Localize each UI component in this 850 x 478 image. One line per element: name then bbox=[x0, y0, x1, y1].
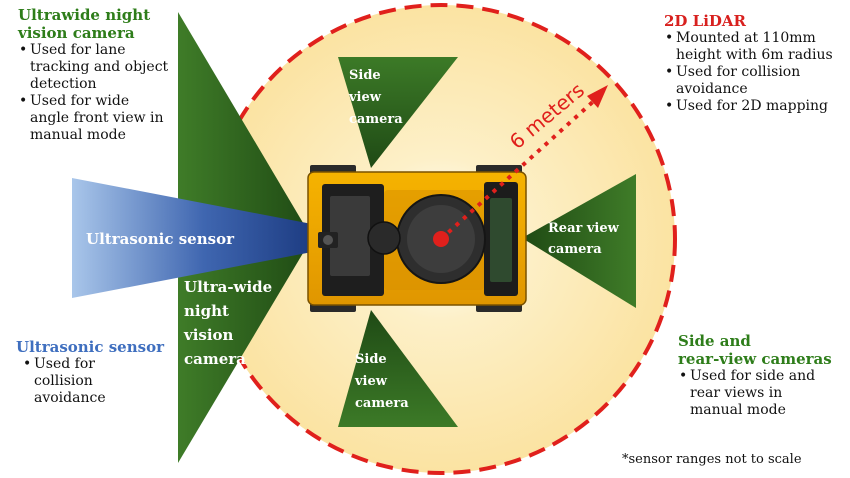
ultrasonic-beam bbox=[72, 178, 312, 298]
side-rear-camera-legend: Side and rear-view cameras Used for side… bbox=[678, 332, 846, 419]
side-camera-top-label: Side view camera bbox=[348, 68, 403, 127]
lidar-title: 2D LiDAR bbox=[664, 12, 747, 30]
list-item: Used for 2D mapping bbox=[664, 98, 846, 115]
list-item: Used for wide angle front view in manual… bbox=[18, 93, 183, 144]
side-rear-camera-bullets: Used for side and rear views in manual m… bbox=[678, 368, 846, 419]
rear-camera-label: Rear view camera bbox=[548, 221, 623, 257]
ultrasonic-legend: Ultrasonic sensor Used for collision avo… bbox=[16, 338, 176, 407]
lidar-radius-arrow-icon bbox=[587, 85, 608, 108]
footnote: *sensor ranges not to scale bbox=[622, 452, 802, 467]
ultrawide-camera-title: Ultrawide night vision camera bbox=[18, 6, 151, 42]
list-item: Used for collision avoidance bbox=[22, 356, 176, 407]
side-rear-camera-title: Side and rear-view cameras bbox=[678, 332, 832, 368]
list-item: Used for collision avoidance bbox=[664, 64, 846, 98]
lidar-legend: 2D LiDAR Mounted at 110mm height with 6m… bbox=[664, 12, 846, 115]
list-item: Used for side and rear views in manual m… bbox=[678, 368, 846, 419]
rear-pcb bbox=[490, 198, 512, 282]
side-camera-bottom-label: Side view camera bbox=[354, 352, 409, 411]
ultrasonic-bullets: Used for collision avoidance bbox=[22, 356, 176, 407]
lidar-motor bbox=[367, 221, 401, 255]
ultrasonic-title: Ultrasonic sensor bbox=[16, 338, 164, 356]
side-camera-top-fov bbox=[338, 57, 458, 168]
ultrawide-camera-legend: Ultrawide night vision camera Used for l… bbox=[18, 6, 183, 144]
lidar-bullets: Mounted at 110mm height with 6m radius U… bbox=[664, 30, 846, 115]
list-item: Mounted at 110mm height with 6m radius bbox=[664, 30, 846, 64]
ultrasonic-sensor-label: Ultrasonic sensor bbox=[86, 230, 235, 248]
list-item: Used for lane tracking and object detect… bbox=[18, 42, 183, 93]
side-camera-bottom-fov bbox=[338, 310, 458, 427]
front-board bbox=[330, 196, 370, 276]
ultrawide-camera-bullets: Used for lane tracking and object detect… bbox=[18, 42, 183, 144]
ultrasonic-transducer bbox=[323, 235, 333, 245]
front-camera-label: Ultra-wide night vision camera bbox=[183, 278, 277, 368]
rear-camera-fov bbox=[522, 174, 636, 308]
